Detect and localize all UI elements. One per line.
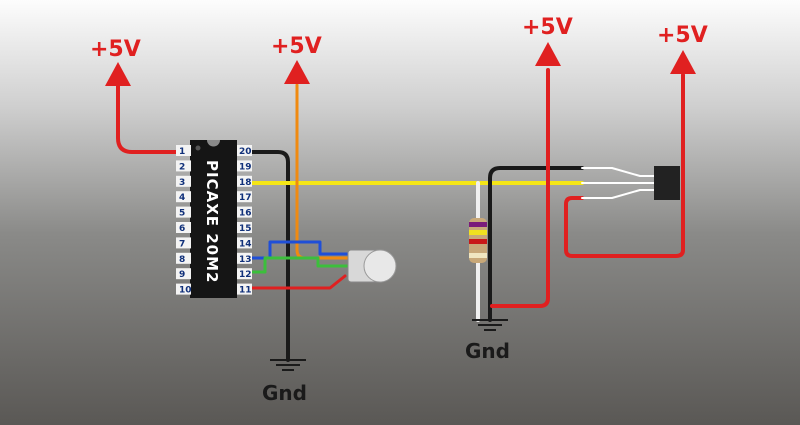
pin-left	[176, 145, 191, 156]
wire-ground-sensor	[488, 166, 584, 322]
sensor	[654, 166, 680, 200]
pin-number: 11	[239, 286, 252, 296]
power-arrows	[105, 42, 696, 86]
wire-ground-pin20	[250, 150, 290, 362]
wire-power-pin1	[116, 83, 178, 154]
wire-orange-led	[295, 83, 350, 260]
pin-left	[176, 206, 191, 218]
picaxe-chip: PICAXE 20M2	[190, 140, 237, 298]
pin-right	[237, 222, 252, 233]
power-label: +5V	[522, 15, 573, 40]
ground-label: Gnd	[465, 339, 510, 363]
pin-number: 4	[179, 193, 185, 203]
pin-number: 2	[179, 162, 185, 172]
pin-number: 20	[239, 147, 252, 157]
pin-number: 15	[239, 224, 252, 234]
pin-right	[237, 283, 252, 295]
pin-number: 19	[239, 162, 252, 172]
pin-number: 18	[239, 178, 252, 188]
pin-right	[237, 206, 252, 218]
pin-number: 6	[179, 224, 185, 234]
pin-number: 13	[239, 255, 252, 265]
wire-red-pin11	[250, 274, 347, 290]
wire-power-3	[490, 68, 550, 308]
pin-number: 8	[179, 255, 185, 265]
pin-right	[237, 252, 252, 264]
rgb-led	[347, 249, 397, 283]
pin-left	[176, 160, 191, 172]
pin-right	[237, 175, 252, 187]
pin-number: 9	[179, 270, 185, 280]
ground-label: Gnd	[262, 381, 307, 405]
pin-number: 17	[239, 193, 252, 203]
pin-number: 1	[179, 147, 185, 157]
pin-number: 5	[179, 209, 185, 219]
power-arrow-icon	[535, 42, 561, 66]
pin-left	[176, 175, 191, 187]
pin-right	[237, 268, 252, 280]
power-label: +5V	[657, 23, 708, 48]
pin-right	[237, 237, 252, 249]
pin-left	[176, 222, 191, 233]
pin-left	[176, 252, 191, 264]
pin-left	[176, 191, 191, 203]
pin-number: 16	[239, 209, 252, 219]
power-arrow-icon	[284, 60, 310, 84]
chip-label: PICAXE 20M2	[203, 160, 221, 283]
wire-power-sensor	[564, 73, 685, 258]
power-label: +5V	[90, 37, 141, 62]
resistor	[469, 218, 487, 263]
pin-number: 3	[179, 178, 185, 188]
pin-left	[176, 237, 191, 249]
power-arrow-icon	[670, 50, 696, 74]
pin-number: 12	[239, 270, 252, 280]
pin-left	[176, 268, 191, 280]
pin-left	[176, 283, 191, 295]
sensor-leads	[581, 167, 655, 199]
pin-right	[237, 145, 252, 156]
power-arrow-icon	[105, 62, 131, 86]
pin-number: 10	[179, 286, 192, 296]
power-label: +5V	[271, 34, 322, 59]
ground-symbols	[270, 319, 508, 371]
pin-number: 7	[179, 239, 185, 249]
pin-right	[237, 191, 252, 203]
pin-right	[237, 160, 252, 172]
pin-number: 14	[239, 239, 252, 249]
wire-green-pin12	[250, 256, 350, 274]
